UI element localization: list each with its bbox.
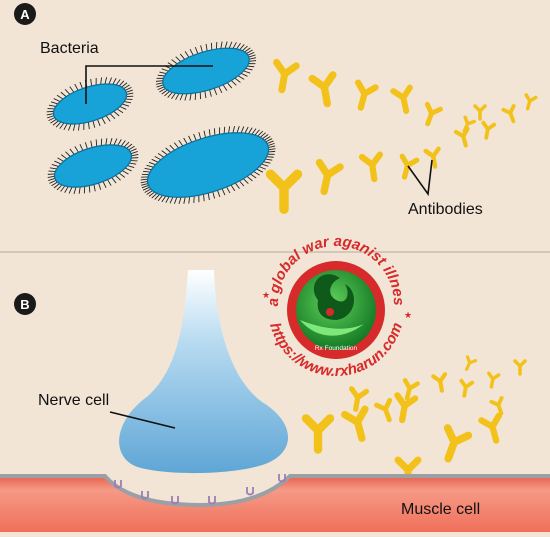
nerve-cell-label: Nerve cell (38, 392, 109, 409)
bacterium (140, 125, 276, 204)
star-left-icon: ★ (262, 290, 270, 300)
antibodies-label: Antibodies (408, 201, 483, 218)
star-right-icon: ★ (404, 310, 412, 320)
receptor (141, 491, 149, 500)
bacterium (155, 41, 257, 101)
nerve-cell (119, 270, 289, 474)
receptor (114, 480, 122, 489)
panel-b-badge: B (14, 293, 36, 315)
panel-a-badge: A (14, 3, 36, 25)
bacteria-label: Bacteria (40, 40, 99, 57)
svg-text:B: B (20, 297, 29, 312)
bacteria-group (46, 41, 276, 204)
logo-center-text: Rx Foundation (315, 345, 358, 352)
nerve-cell-leader-line (109, 411, 176, 429)
receptor (278, 474, 286, 483)
receptor (208, 496, 216, 505)
receptor-group (114, 474, 286, 505)
receptor (171, 496, 179, 505)
muscle-cell-label: Muscle cell (401, 501, 480, 518)
antibodies-leader-line (407, 159, 433, 197)
receptor (246, 487, 254, 496)
bacteria-leader-line (85, 65, 213, 104)
svg-text:A: A (20, 7, 30, 22)
bacterium (46, 77, 134, 131)
bacterium (47, 138, 139, 194)
